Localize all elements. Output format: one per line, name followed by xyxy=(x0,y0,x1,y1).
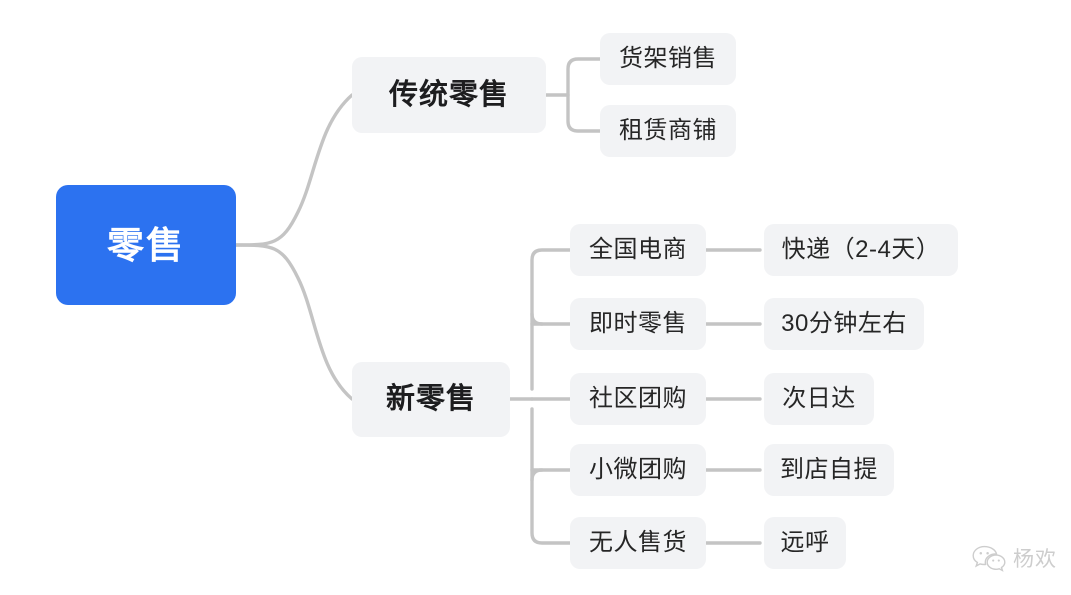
connector-new-retail-joint-4 xyxy=(530,468,544,482)
wechat-icon xyxy=(972,545,1006,573)
connector-root-to-traditional xyxy=(234,93,354,247)
connector-root-to-new-retail xyxy=(234,243,354,401)
connector-new-retail-joint-2 xyxy=(530,312,544,326)
node-instant-retail[interactable]: 即时零售 xyxy=(570,298,706,350)
node-new-retail[interactable]: 新零售 xyxy=(352,362,510,437)
node-store-pickup[interactable]: 到店自提 xyxy=(764,444,894,496)
node-next-day-delivery[interactable]: 次日达 xyxy=(764,373,874,425)
node-micro-group-buy[interactable]: 小微团购 xyxy=(570,444,706,496)
node-traditional-retail[interactable]: 传统零售 xyxy=(352,57,546,133)
node-root-retail[interactable]: 零售 xyxy=(56,185,236,305)
watermark-text: 杨欢 xyxy=(1013,547,1057,571)
connector-new-retail-trunk-top xyxy=(530,248,572,391)
connector-traditional-trunk xyxy=(566,57,602,133)
node-community-group-buy[interactable]: 社区团购 xyxy=(570,373,706,425)
node-express-delivery[interactable]: 快递（2-4天） xyxy=(764,224,958,276)
node-thirty-minutes[interactable]: 30分钟左右 xyxy=(764,298,924,350)
node-rental-shop[interactable]: 租赁商铺 xyxy=(600,105,736,157)
node-unmanned-vending[interactable]: 无人售货 xyxy=(570,517,706,569)
node-national-ecommerce[interactable]: 全国电商 xyxy=(570,224,706,276)
node-remote-call[interactable]: 远呼 xyxy=(764,517,846,569)
node-shelf-sales[interactable]: 货架销售 xyxy=(600,33,736,85)
watermark: 杨欢 xyxy=(972,545,1057,573)
connector-new-retail-trunk-bottom xyxy=(530,407,572,545)
